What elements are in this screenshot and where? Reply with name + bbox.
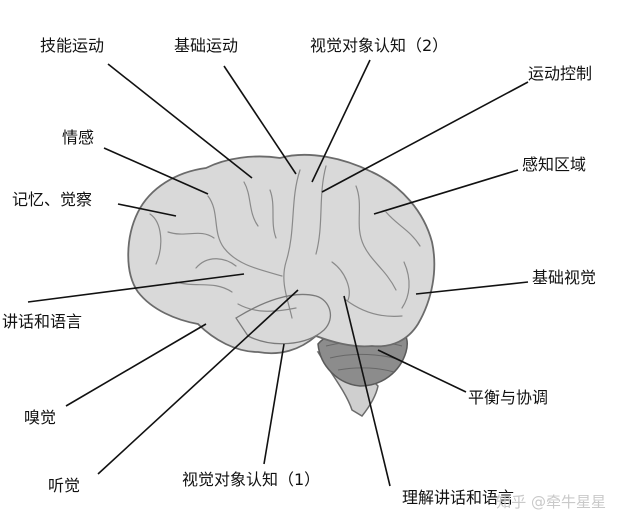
label-understanding-speech: 理解讲话和语言 bbox=[402, 488, 515, 507]
temporal-lobe bbox=[235, 293, 332, 345]
label-basic-vision: 基础视觉 bbox=[532, 268, 597, 287]
leader-visual-object-2 bbox=[311, 59, 371, 183]
label-sensory-area: 感知区域 bbox=[522, 155, 587, 174]
label-emotion: 情感 bbox=[62, 128, 95, 147]
label-smell: 嗅觉 bbox=[24, 408, 57, 427]
label-visual-object-1: 视觉对象认知（1） bbox=[182, 470, 321, 489]
leader-lines bbox=[27, 59, 529, 487]
leader-skill-motor bbox=[107, 63, 253, 179]
label-motor-control: 运动控制 bbox=[528, 64, 593, 83]
label-speech-language: 讲话和语言 bbox=[2, 312, 83, 331]
leader-balance-coordination bbox=[377, 349, 467, 393]
watermark: 知乎 @牵牛星星 bbox=[496, 493, 606, 511]
label-memory-awareness: 记忆、觉察 bbox=[12, 190, 93, 209]
label-basic-motor: 基础运动 bbox=[174, 36, 239, 55]
label-skill-motor: 技能运动 bbox=[40, 36, 105, 55]
label-visual-object-2: 视觉对象认知（2） bbox=[310, 36, 449, 55]
leader-basic-motor bbox=[223, 65, 297, 175]
label-balance-coordination: 平衡与协调 bbox=[468, 388, 549, 407]
leader-sensory-area bbox=[373, 169, 519, 215]
leader-speech-language bbox=[27, 273, 245, 303]
leader-visual-object-1 bbox=[263, 343, 285, 465]
leader-basic-vision bbox=[415, 281, 529, 295]
leader-memory-awareness bbox=[117, 203, 177, 217]
leader-motor-control bbox=[321, 81, 529, 193]
leader-understanding-speech bbox=[343, 295, 391, 487]
leader-hearing bbox=[97, 289, 299, 475]
cerebrum bbox=[127, 153, 436, 355]
leader-smell bbox=[65, 323, 207, 407]
label-hearing: 听觉 bbox=[48, 476, 81, 495]
leader-emotion bbox=[103, 147, 209, 195]
